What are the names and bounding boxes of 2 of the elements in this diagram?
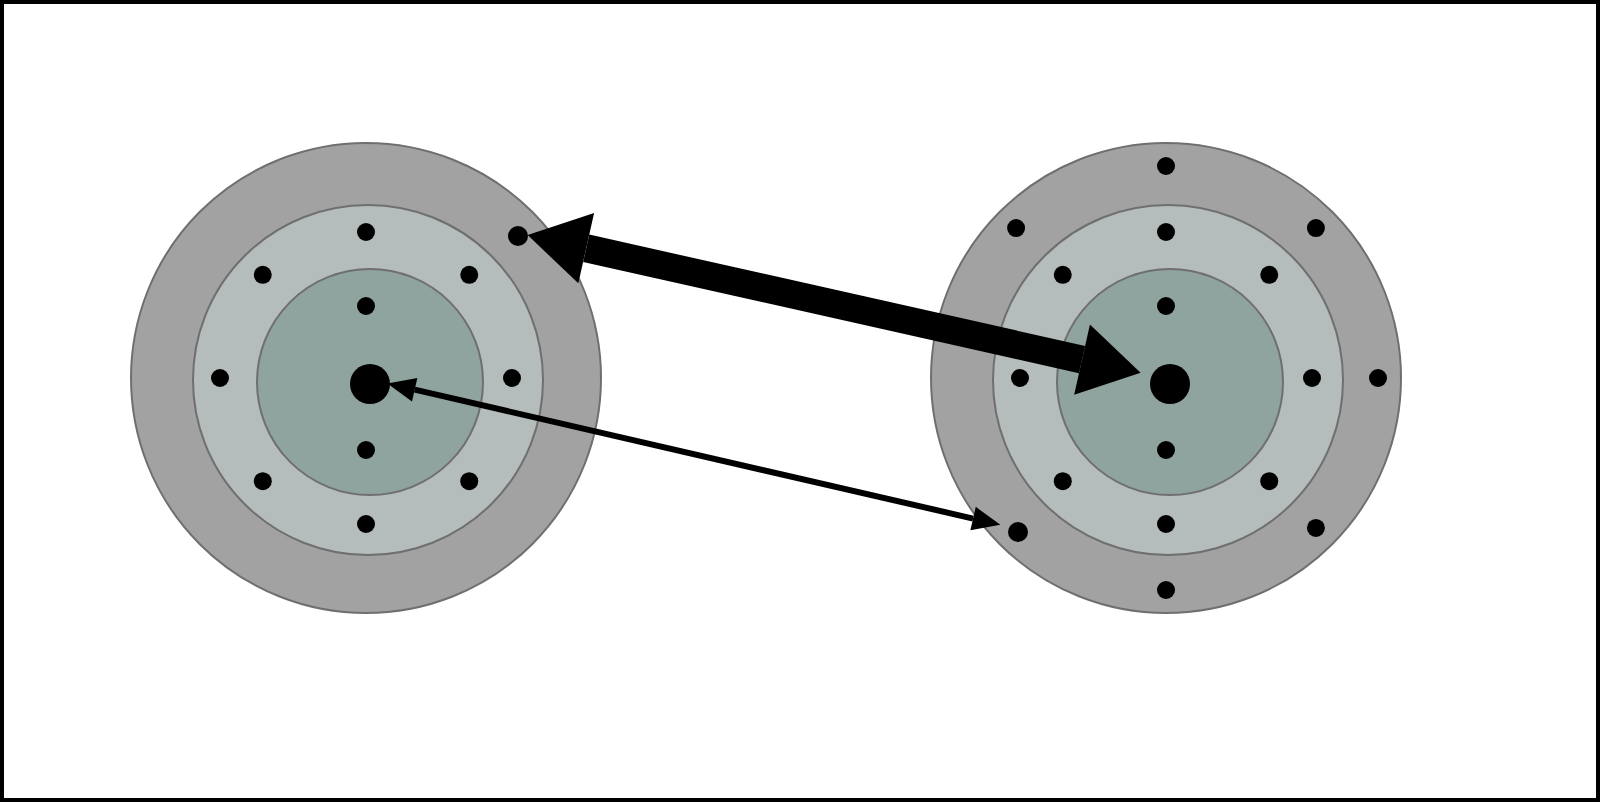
double-arrow xyxy=(527,213,1141,395)
double-arrow xyxy=(387,378,1001,531)
